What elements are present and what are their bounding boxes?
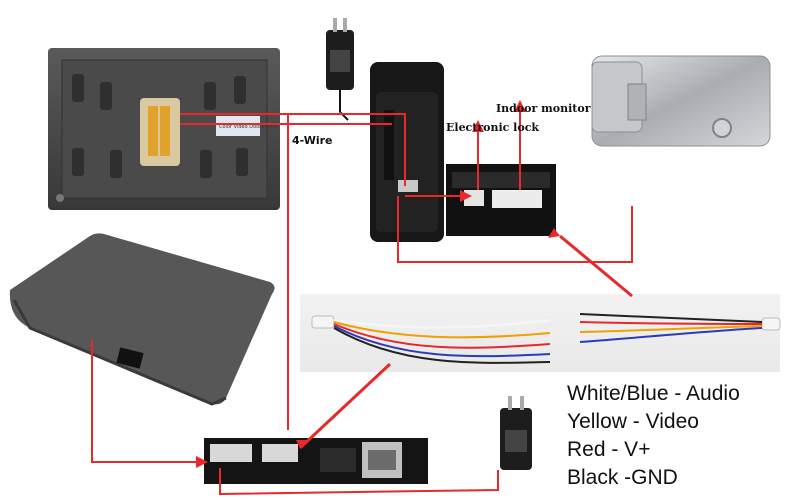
wire-color-legend: White/Blue - Audio Yellow - Video Red - … <box>567 380 740 492</box>
electronic-lock-label: Electronic lock <box>446 121 540 134</box>
legend-line-power: Red - V+ <box>567 438 651 461</box>
cable-photo <box>300 294 781 372</box>
power-adapter-bottom <box>500 396 532 470</box>
electronic-lock <box>591 55 771 147</box>
four-wire-label: 4-Wire <box>292 134 333 147</box>
indoor-monitor-label: Indoor monitor <box>496 102 591 115</box>
monitor-terminal-board <box>204 438 428 484</box>
camera-terminal-board <box>446 164 556 236</box>
legend-line-video: Yellow - Video <box>567 410 699 433</box>
legend-line-audio: White/Blue - Audio <box>567 382 740 405</box>
outdoor-camera-unit <box>370 62 444 242</box>
indoor-monitor-back <box>48 48 280 210</box>
arrow-heads <box>196 100 560 468</box>
red-wiring <box>91 110 633 496</box>
indoor-monitor-slim <box>9 233 275 406</box>
legend-line-ground: Black -GND <box>567 466 678 489</box>
power-adapter-top <box>326 18 354 121</box>
monitor-panel-text: Color Video Doorphone <box>219 124 277 130</box>
